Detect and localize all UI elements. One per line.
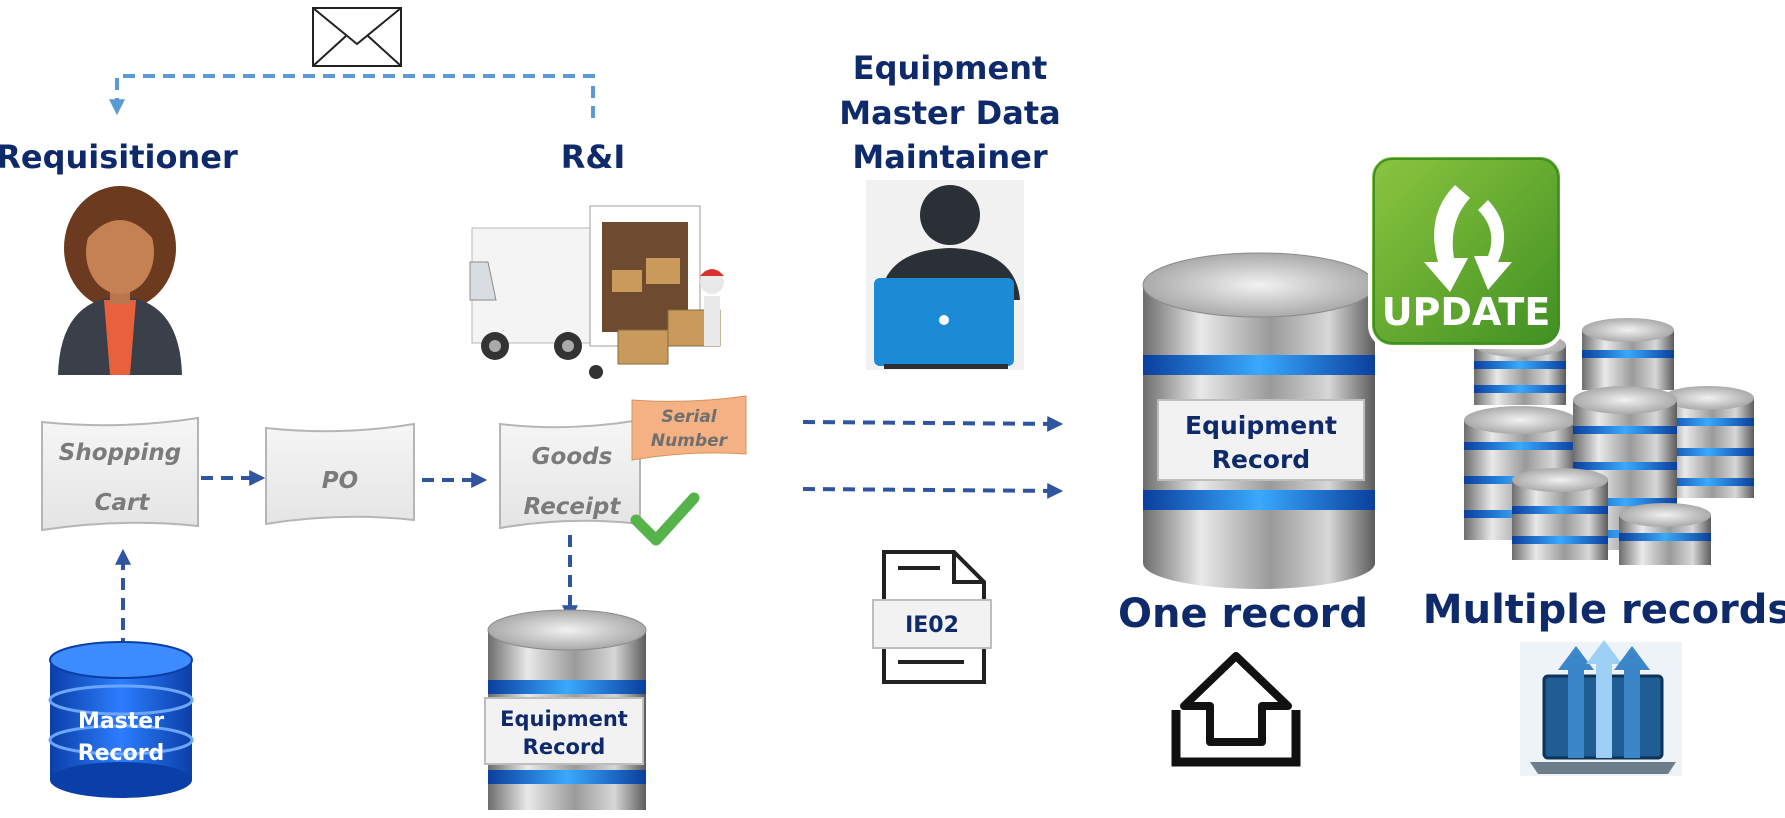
requisitioner-heading: Requisitioner — [0, 138, 238, 176]
po-label: PO — [322, 468, 358, 494]
maintainer-heading-line1: Equipment — [853, 49, 1048, 87]
requisitioner-avatar-icon — [58, 186, 182, 375]
delivery-truck-icon — [469, 205, 724, 379]
big-equipment-label-line1: Equipment — [1185, 411, 1337, 440]
upload-icon — [1171, 652, 1301, 767]
maintainer-heading-line3: Maintainer — [852, 138, 1048, 176]
equipment-record-database: Equipment Record — [484, 609, 647, 810]
update-badge: UPDATE — [1368, 153, 1564, 349]
maintainer-heading-line2: Master Data — [839, 94, 1060, 132]
serial-label-line2: Number — [651, 431, 729, 451]
one-record-heading: One record — [1118, 591, 1368, 637]
mail-notification — [109, 7, 595, 118]
shopping-cart-label-line2: Cart — [95, 490, 151, 516]
user-laptop-icon — [866, 180, 1024, 370]
master-record-label-line2: Record — [78, 741, 165, 766]
multiple-records-heading: Multiple records — [1423, 587, 1785, 633]
equipment-record-label-line2: Record — [523, 735, 606, 759]
mail-flow-arrow — [109, 74, 595, 118]
update-label: UPDATE — [1382, 290, 1551, 334]
bulk-upload-icon — [1520, 640, 1682, 776]
envelope-icon — [312, 7, 402, 67]
big-equipment-label-line2: Record — [1212, 445, 1310, 474]
equipment-record-main-database: Equipment Record — [1142, 252, 1376, 589]
to-record-arrow-1 — [802, 415, 1064, 432]
checkmark-icon — [630, 492, 700, 546]
goods-receipt-label-line2: Receipt — [524, 494, 622, 520]
refresh-arrows-icon — [1424, 185, 1470, 292]
serial-number-tag: Serial Number — [631, 395, 747, 461]
goods-receipt-label-line1: Goods — [532, 444, 613, 470]
master-record-label-line1: Master — [78, 709, 164, 734]
goods-receipt-document: Goods Receipt — [499, 418, 641, 530]
shopping-cart-document: Shopping Cart — [41, 416, 199, 532]
shopping-cart-label-line1: Shopping — [59, 440, 181, 466]
master-record-database: Master Record — [48, 641, 194, 798]
to-record-arrow-2 — [802, 482, 1064, 499]
equipment-record-label-line1: Equipment — [500, 707, 628, 731]
po-document: PO — [265, 422, 415, 526]
serial-label-line1: Serial — [661, 407, 717, 427]
ie02-label: IE02 — [905, 613, 959, 638]
multiple-databases-cluster — [1464, 318, 1754, 565]
ri-heading: R&I — [561, 138, 625, 176]
ie02-document: IE02 — [872, 550, 992, 684]
